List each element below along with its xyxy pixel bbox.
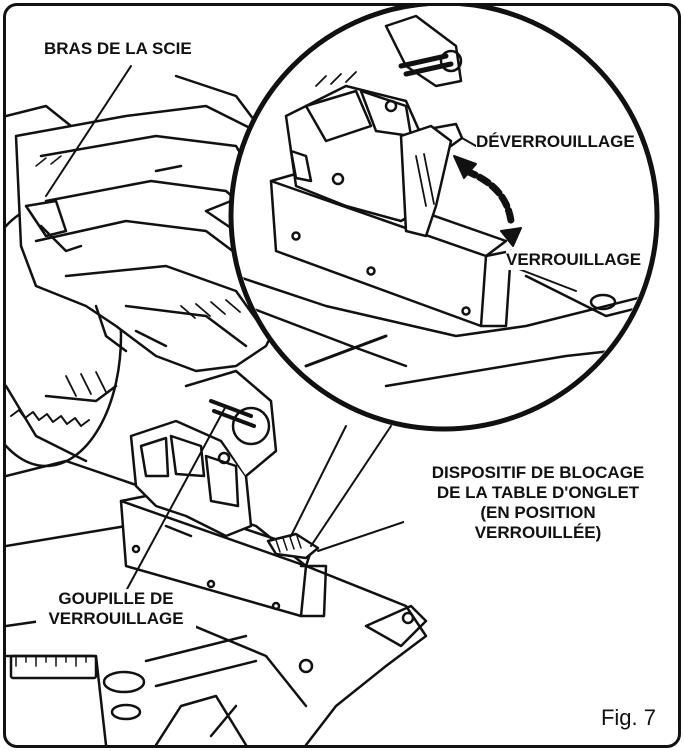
- label-unlock: DÉVERROUILLAGE: [476, 132, 635, 152]
- saw-pivot-body: [129, 369, 278, 538]
- label-lock-pin-line1: GOUPILLE DE: [58, 589, 174, 608]
- label-saw-arm: BRAS DE LA SCIE: [44, 39, 192, 59]
- figure-caption: Fig. 7: [600, 705, 656, 731]
- label-lock-pin-line2: VERROUILLAGE: [48, 609, 184, 628]
- label-miter-lock-line3: (EN POSITION: [480, 503, 596, 522]
- leader-lock: [510, 265, 577, 292]
- magnified-detail: [228, 6, 660, 432]
- label-miter-lock-line4: VERROUILLÉE): [474, 523, 602, 542]
- miter-scale: [9, 654, 98, 680]
- label-lock-pin: GOUPILLE DE VERROUILLAGE: [36, 589, 196, 629]
- leader-lock-pin: [125, 405, 227, 592]
- magnifier-connector-lines: [290, 425, 392, 547]
- leader-saw-arm: [45, 65, 132, 197]
- label-lock: VERROUILLAGE: [506, 250, 642, 270]
- figure-frame: BRAS DE LA SCIE DÉVERROUILLAGE VERROUILL…: [3, 3, 681, 748]
- label-miter-lock-line2: DE LA TABLE D'ONGLET: [436, 483, 640, 502]
- label-miter-table-lock: DISPOSITIF DE BLOCAGE DE LA TABLE D'ONGL…: [404, 463, 672, 543]
- leader-unlock: [461, 137, 477, 147]
- lock-unlock-arrow: [453, 155, 522, 247]
- label-miter-lock-line1: DISPOSITIF DE BLOCAGE: [431, 463, 645, 482]
- miter-saw-illustration: [6, 6, 660, 745]
